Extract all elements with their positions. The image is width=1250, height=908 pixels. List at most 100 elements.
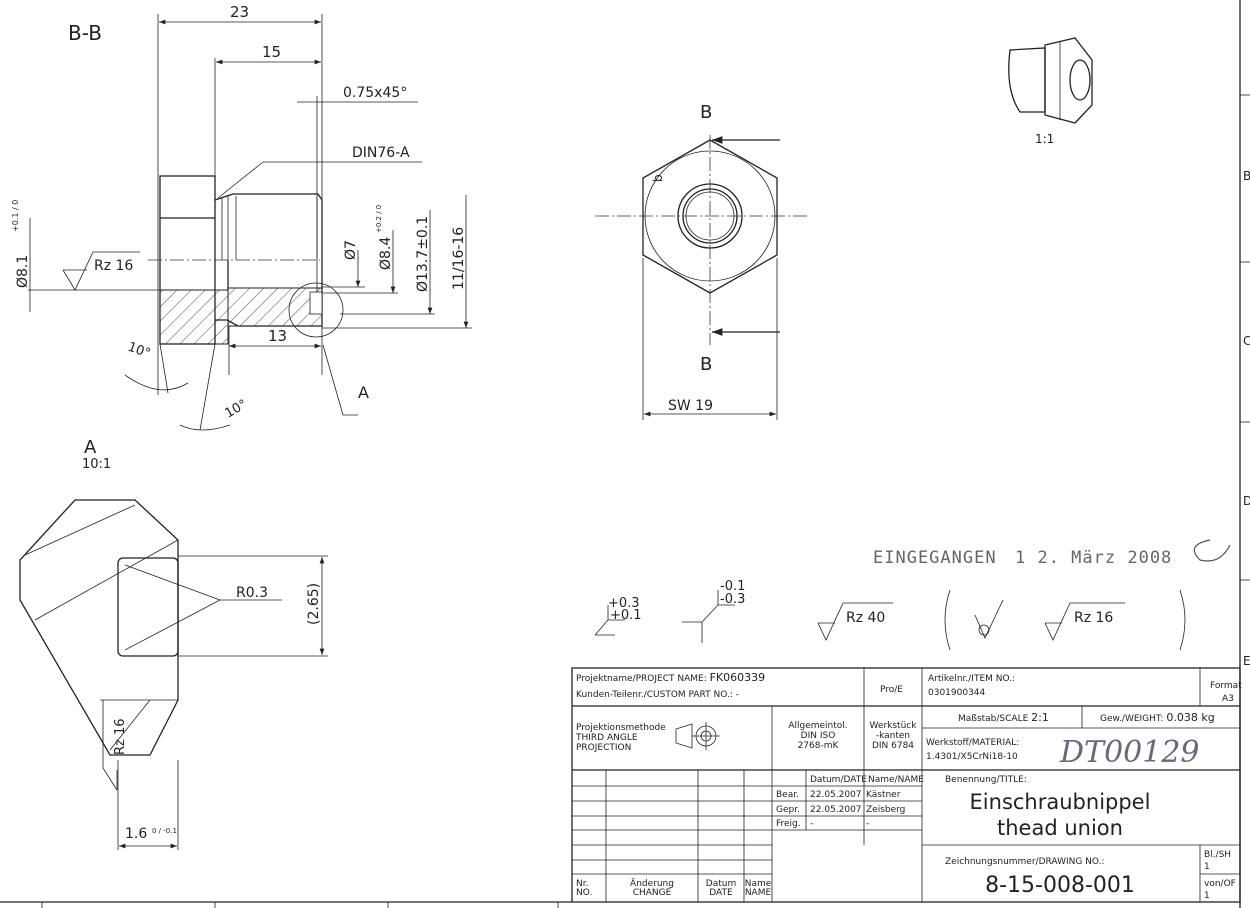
title-de: Einschraubnippel	[970, 790, 1151, 814]
approval-date: 22.05.2007	[810, 805, 862, 815]
dim-bore: Ø8.1	[15, 255, 31, 288]
section-view-b-b: B-B 23 15 0.75x45° DIN76-A Ø8.1 +0.1 / 0…	[11, 3, 472, 431]
workpiece-edges: Werkstück	[870, 721, 918, 731]
rev-name-label: NAME	[745, 888, 772, 898]
iso-view: 1:1	[1008, 37, 1093, 146]
rev-no-label: Nr.	[576, 879, 588, 889]
section-mark-top: B	[700, 102, 712, 123]
dim-23: 23	[230, 3, 249, 21]
approval-role: Freig.	[776, 819, 801, 829]
angle-1: 10°	[126, 340, 153, 362]
detail-dim-height: (2.65)	[306, 583, 322, 625]
sheet-label: Bl./SH	[1204, 850, 1231, 860]
title-block: Projektname/PROJECT NAME: FK060339 Kunde…	[571, 667, 1242, 903]
angle-2: 10°	[223, 397, 250, 422]
stamp-text: EINGEGANGEN	[873, 548, 997, 568]
general-tol: 2768-mK	[798, 741, 840, 751]
edge-1-upper: +0.3	[608, 596, 640, 611]
svg-text:Gew./WEIGHT: 0.038 kg: Gew./WEIGHT: 0.038 kg	[1100, 711, 1215, 724]
detail-scale: 10:1	[82, 457, 111, 472]
approval-name: -	[866, 819, 869, 829]
project-name-label: Projektname/PROJECT NAME:	[576, 674, 707, 684]
weight: 0.038 kg	[1166, 711, 1214, 724]
edge-2-upper: -0.1	[720, 579, 745, 594]
chamfer-mark: b	[651, 174, 665, 182]
date-header: Datum/DATE	[810, 775, 867, 785]
zone-label: C	[1243, 334, 1250, 348]
iso-scale: 1:1	[1035, 132, 1054, 146]
third-angle-projection-icon	[675, 722, 720, 750]
title-en: thead union	[997, 816, 1123, 840]
general-tol: DIN ISO	[801, 731, 836, 741]
svg-text:Kunden-Teilenr./CUSTOM PART NO: Kunden-Teilenr./CUSTOM PART NO.: -	[576, 690, 739, 700]
format: A3	[1222, 694, 1234, 704]
approval-name: Zeisberg	[866, 805, 905, 815]
scale-label: Maßstab/SCALE	[958, 714, 1029, 724]
rev-no-label: NO.	[576, 888, 592, 898]
rev-change-label: Änderung	[630, 878, 674, 889]
general-roughness: Rz 40	[846, 610, 885, 626]
dim-chamfer: 0.75x45°	[343, 85, 407, 101]
custom-part-label: Kunden-Teilenr./CUSTOM PART NO.:	[576, 690, 733, 700]
drawing-no-label: Zeichnungsnummer/DRAWING NO.:	[945, 857, 1105, 867]
section-mark-bottom: B	[700, 354, 712, 375]
edge-1-lower: +0.1	[610, 608, 642, 623]
title-label: Benennung/TITLE:	[945, 775, 1027, 785]
dim-d7: Ø7	[343, 240, 359, 260]
material-label: Werkstoff/MATERIAL:	[926, 738, 1019, 748]
detail-dim-width: 1.6	[125, 826, 147, 842]
svg-text:Maßstab/SCALE 2:1: Maßstab/SCALE 2:1	[958, 711, 1049, 724]
symbol-legend: +0.3 +0.1 -0.1 -0.3 Rz 40 Rz 16	[594, 579, 1186, 651]
custom-part: -	[736, 690, 739, 700]
detail-roughness: Rz 16	[113, 718, 128, 755]
projection-label: PROJECTION	[576, 743, 631, 753]
detail-radius: R0.3	[236, 585, 268, 601]
approval-name: Kästner	[866, 790, 901, 800]
approval-date: 22.05.2007	[810, 790, 862, 800]
edge-2-lower: -0.3	[720, 592, 745, 607]
cad-system: Pro/E	[880, 685, 903, 695]
of-label: von/OF	[1204, 879, 1236, 889]
approval-date: -	[810, 819, 813, 829]
handwritten-number: DT00129	[1059, 735, 1200, 770]
zone-label: B	[1243, 169, 1250, 183]
svg-text:Projektname/PROJECT NAME: FK06: Projektname/PROJECT NAME: FK060339	[576, 671, 765, 684]
received-stamp: EINGEGANGEN 1 2. März 2008	[873, 539, 1231, 568]
thread-undercut-note: DIN76-A	[352, 145, 410, 161]
front-view: B B b SW 19	[595, 102, 810, 420]
detail-view-a: A 10:1 R0.3 (2.65) Rz 16 1.6 0 / -0.1	[19, 437, 328, 850]
material: 1.4301/X5CrNi18-10	[926, 752, 1018, 762]
detail-label: A	[84, 437, 97, 458]
other-roughness: Rz 16	[1074, 610, 1113, 626]
zone-label: D	[1243, 494, 1250, 508]
detail-dim-width-tol: 0 / -0.1	[152, 827, 177, 835]
dim-across-flats: SW 19	[668, 398, 713, 414]
weight-label: Gew./WEIGHT:	[1100, 714, 1163, 724]
rev-date-label: DATE	[709, 888, 733, 898]
stamp-date: 1 2. März 2008	[1015, 548, 1172, 568]
dim-bore-tol: +0.1 / 0	[11, 200, 20, 232]
rev-date-label: Datum	[706, 879, 736, 889]
sheet: 1	[1204, 862, 1210, 872]
approval-role: Bear.	[776, 790, 799, 800]
workpiece-edges: DIN 6784	[872, 741, 914, 751]
general-tol: Allgemeintol.	[788, 721, 847, 731]
dim-d137: Ø13.7±0.1	[415, 216, 431, 292]
roughness-rz16: Rz 16	[94, 258, 133, 274]
workpiece-edges: -kanten	[876, 731, 910, 741]
rev-name-label: Name	[745, 879, 772, 889]
drawing-no: 8-15-008-001	[985, 873, 1135, 898]
detail-ref-a: A	[358, 383, 369, 402]
approval-role: Gepr.	[776, 805, 800, 815]
project-name: FK060339	[710, 671, 766, 684]
projection-label: THIRD ANGLE	[575, 733, 638, 743]
dim-d84-tol: +0.2 / 0	[375, 205, 383, 233]
dim-thread: 11/16-16	[451, 227, 467, 290]
rev-change-label: CHANGE	[633, 888, 672, 898]
of: 1	[1204, 891, 1210, 901]
dim-13: 13	[268, 327, 287, 345]
scale: 2:1	[1031, 711, 1049, 724]
signature	[1193, 539, 1231, 562]
